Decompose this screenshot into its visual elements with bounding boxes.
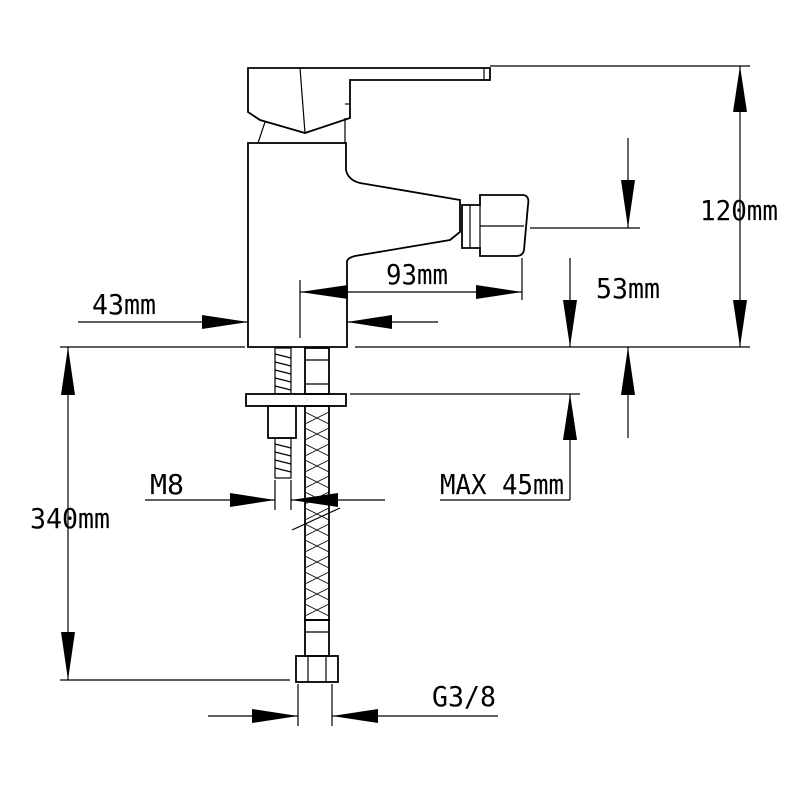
faucet-outline [60,67,750,683]
label-g3-8: G3/8 [432,680,496,713]
mounting-nut [267,405,297,439]
dimension-lines [60,65,750,726]
break-mark [291,507,341,531]
lever-handle [247,67,491,134]
cartridge-neck [257,118,346,144]
faucet-body [247,142,461,348]
label-93mm: 93mm [386,258,448,291]
hose-connector-top [304,347,330,395]
label-340mm: 340mm [30,502,110,535]
hose-fitting [304,619,330,657]
label-max-45mm: MAX 45mm [440,468,564,501]
dimension-labels: 120mm 53mm 93mm 43mm 340mm M8 MAX 45mm G… [30,194,778,713]
hex-nut [295,655,339,683]
hose-braid [304,411,330,617]
threaded-rod [274,347,292,395]
threaded-rod-lower [274,437,292,479]
lever-joint [299,67,306,134]
label-43mm: 43mm [92,288,156,321]
spout-nozzle [461,194,530,257]
thread-marks [274,353,292,473]
label-120mm: 120mm [700,194,778,227]
label-m8: M8 [150,468,184,501]
lever-tip [483,68,490,81]
label-53mm: 53mm [596,272,660,305]
mounting-washer [245,393,347,407]
